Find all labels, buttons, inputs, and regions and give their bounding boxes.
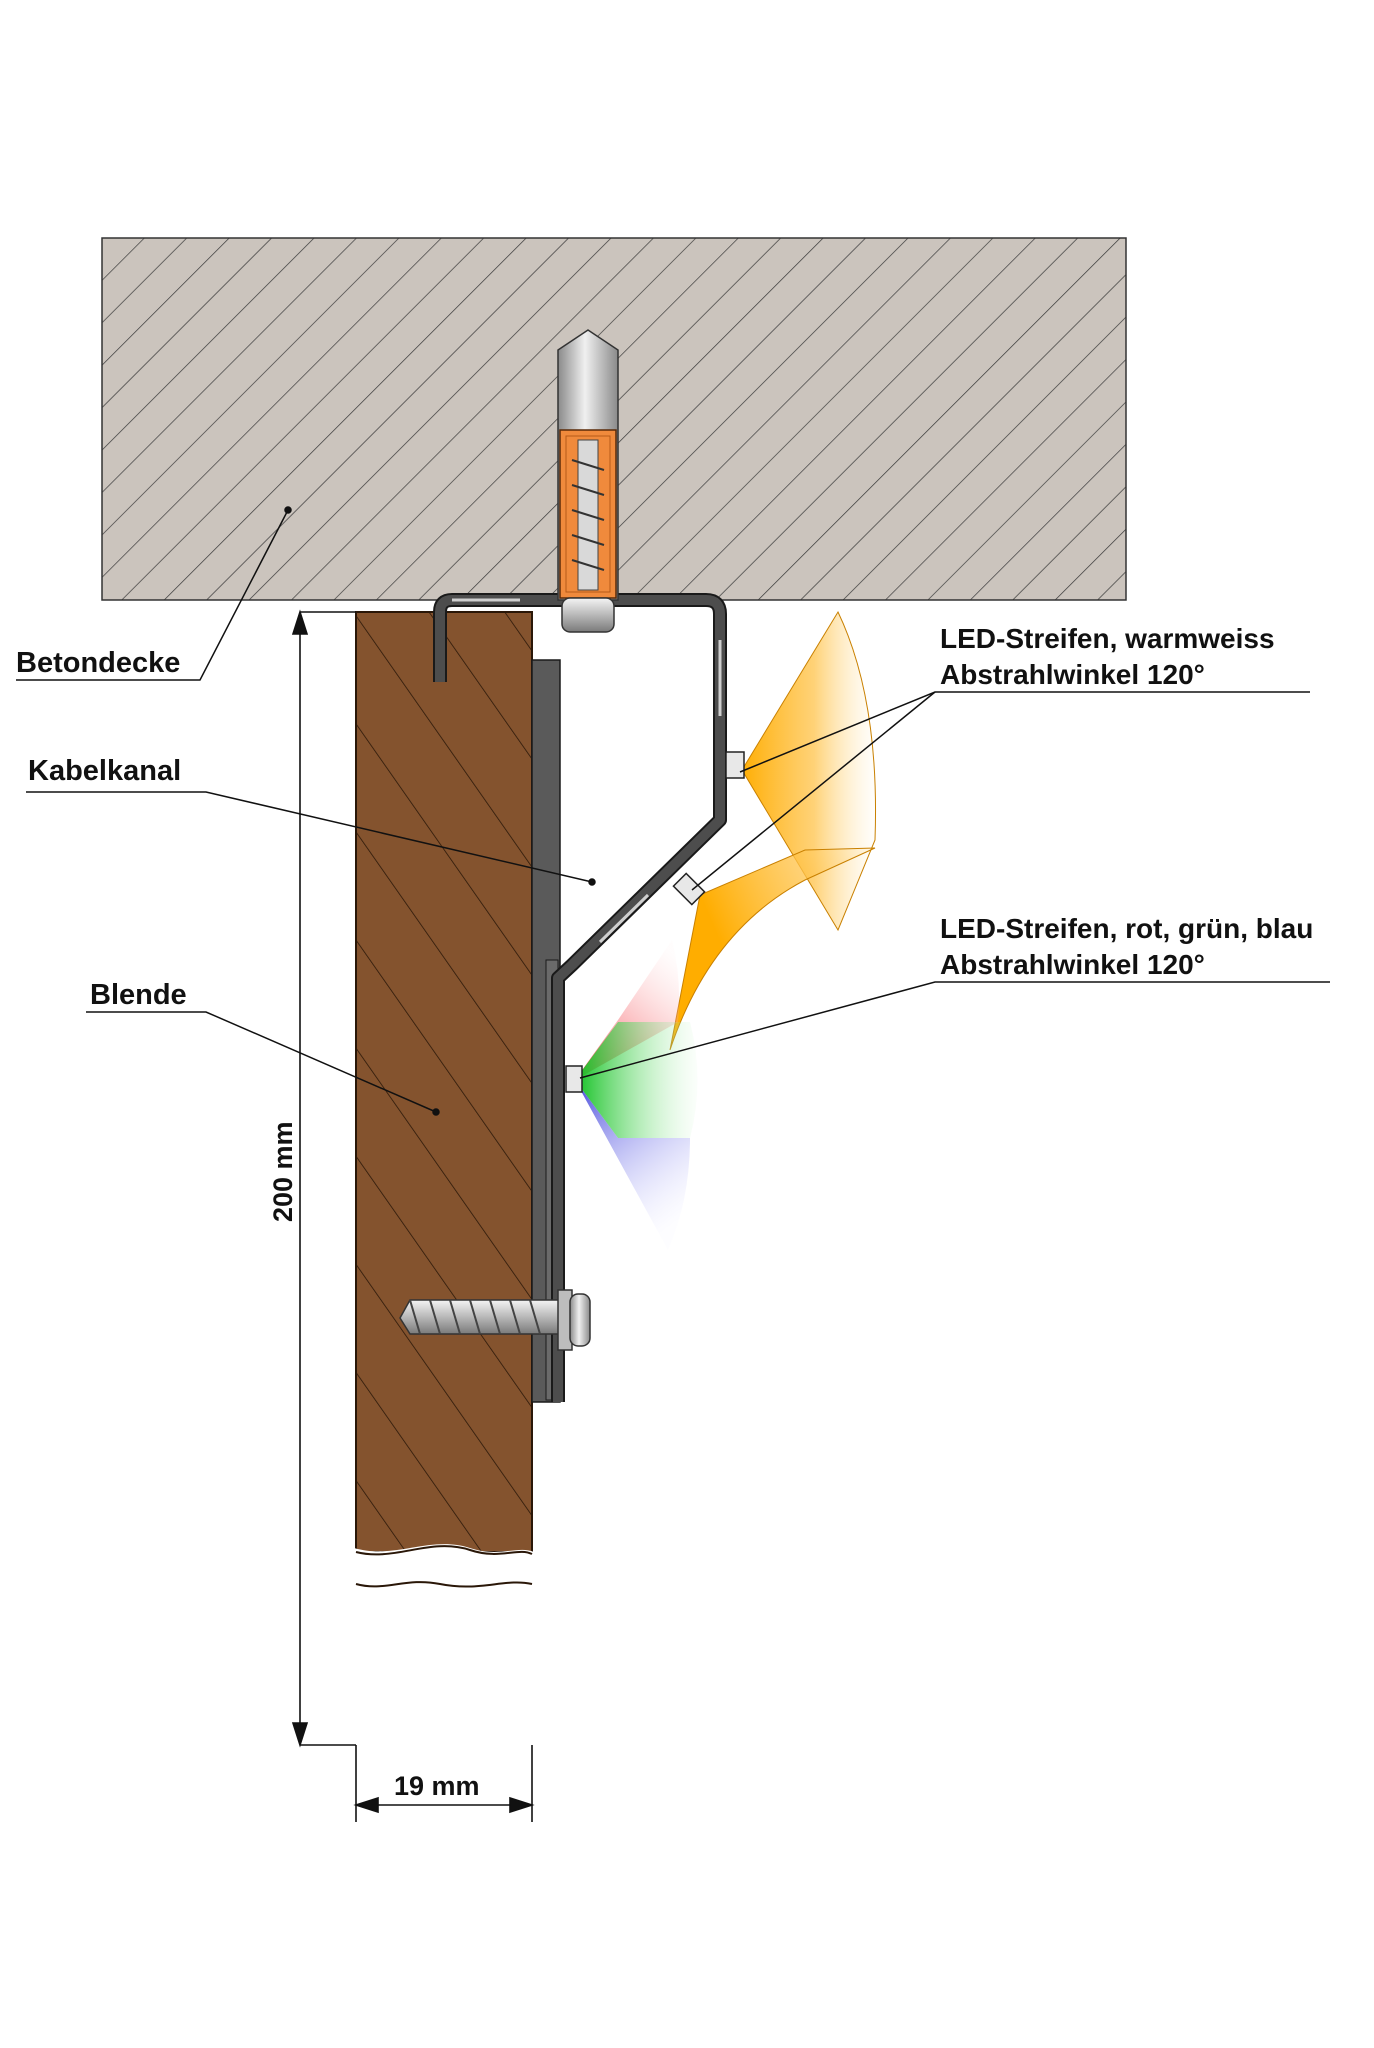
led-rgb <box>565 1065 583 1093</box>
label-width-dimension: 19 mm <box>394 1771 480 1801</box>
label-led-warm-1: LED-Streifen, warmweiss <box>940 623 1275 654</box>
led-warm-upper <box>725 751 745 779</box>
blue-light-beam <box>575 1080 690 1250</box>
label-betondecke: Betondecke <box>16 647 180 679</box>
label-led-rgb-1: LED-Streifen, rot, grün, blau <box>940 913 1313 944</box>
dimension-height <box>291 609 356 1748</box>
label-led-rgb-2: Abstrahlwinkel 120° <box>940 949 1205 980</box>
green-light-beam <box>575 1022 698 1138</box>
panel-screw <box>399 1289 591 1351</box>
label-height-dimension: 200 mm <box>268 1121 298 1222</box>
dimension-width <box>353 1745 535 1822</box>
label-led-warm-2: Abstrahlwinkel 120° <box>940 659 1205 690</box>
aluminium-profile <box>433 593 727 1403</box>
dowel-anchor <box>557 329 619 633</box>
label-kabelkanal: Kabelkanal <box>28 755 181 787</box>
led-warm-lower <box>672 872 706 906</box>
wooden-panel-upper <box>355 611 533 1553</box>
label-blende: Blende <box>90 979 187 1011</box>
leader-lines <box>16 506 1330 1116</box>
